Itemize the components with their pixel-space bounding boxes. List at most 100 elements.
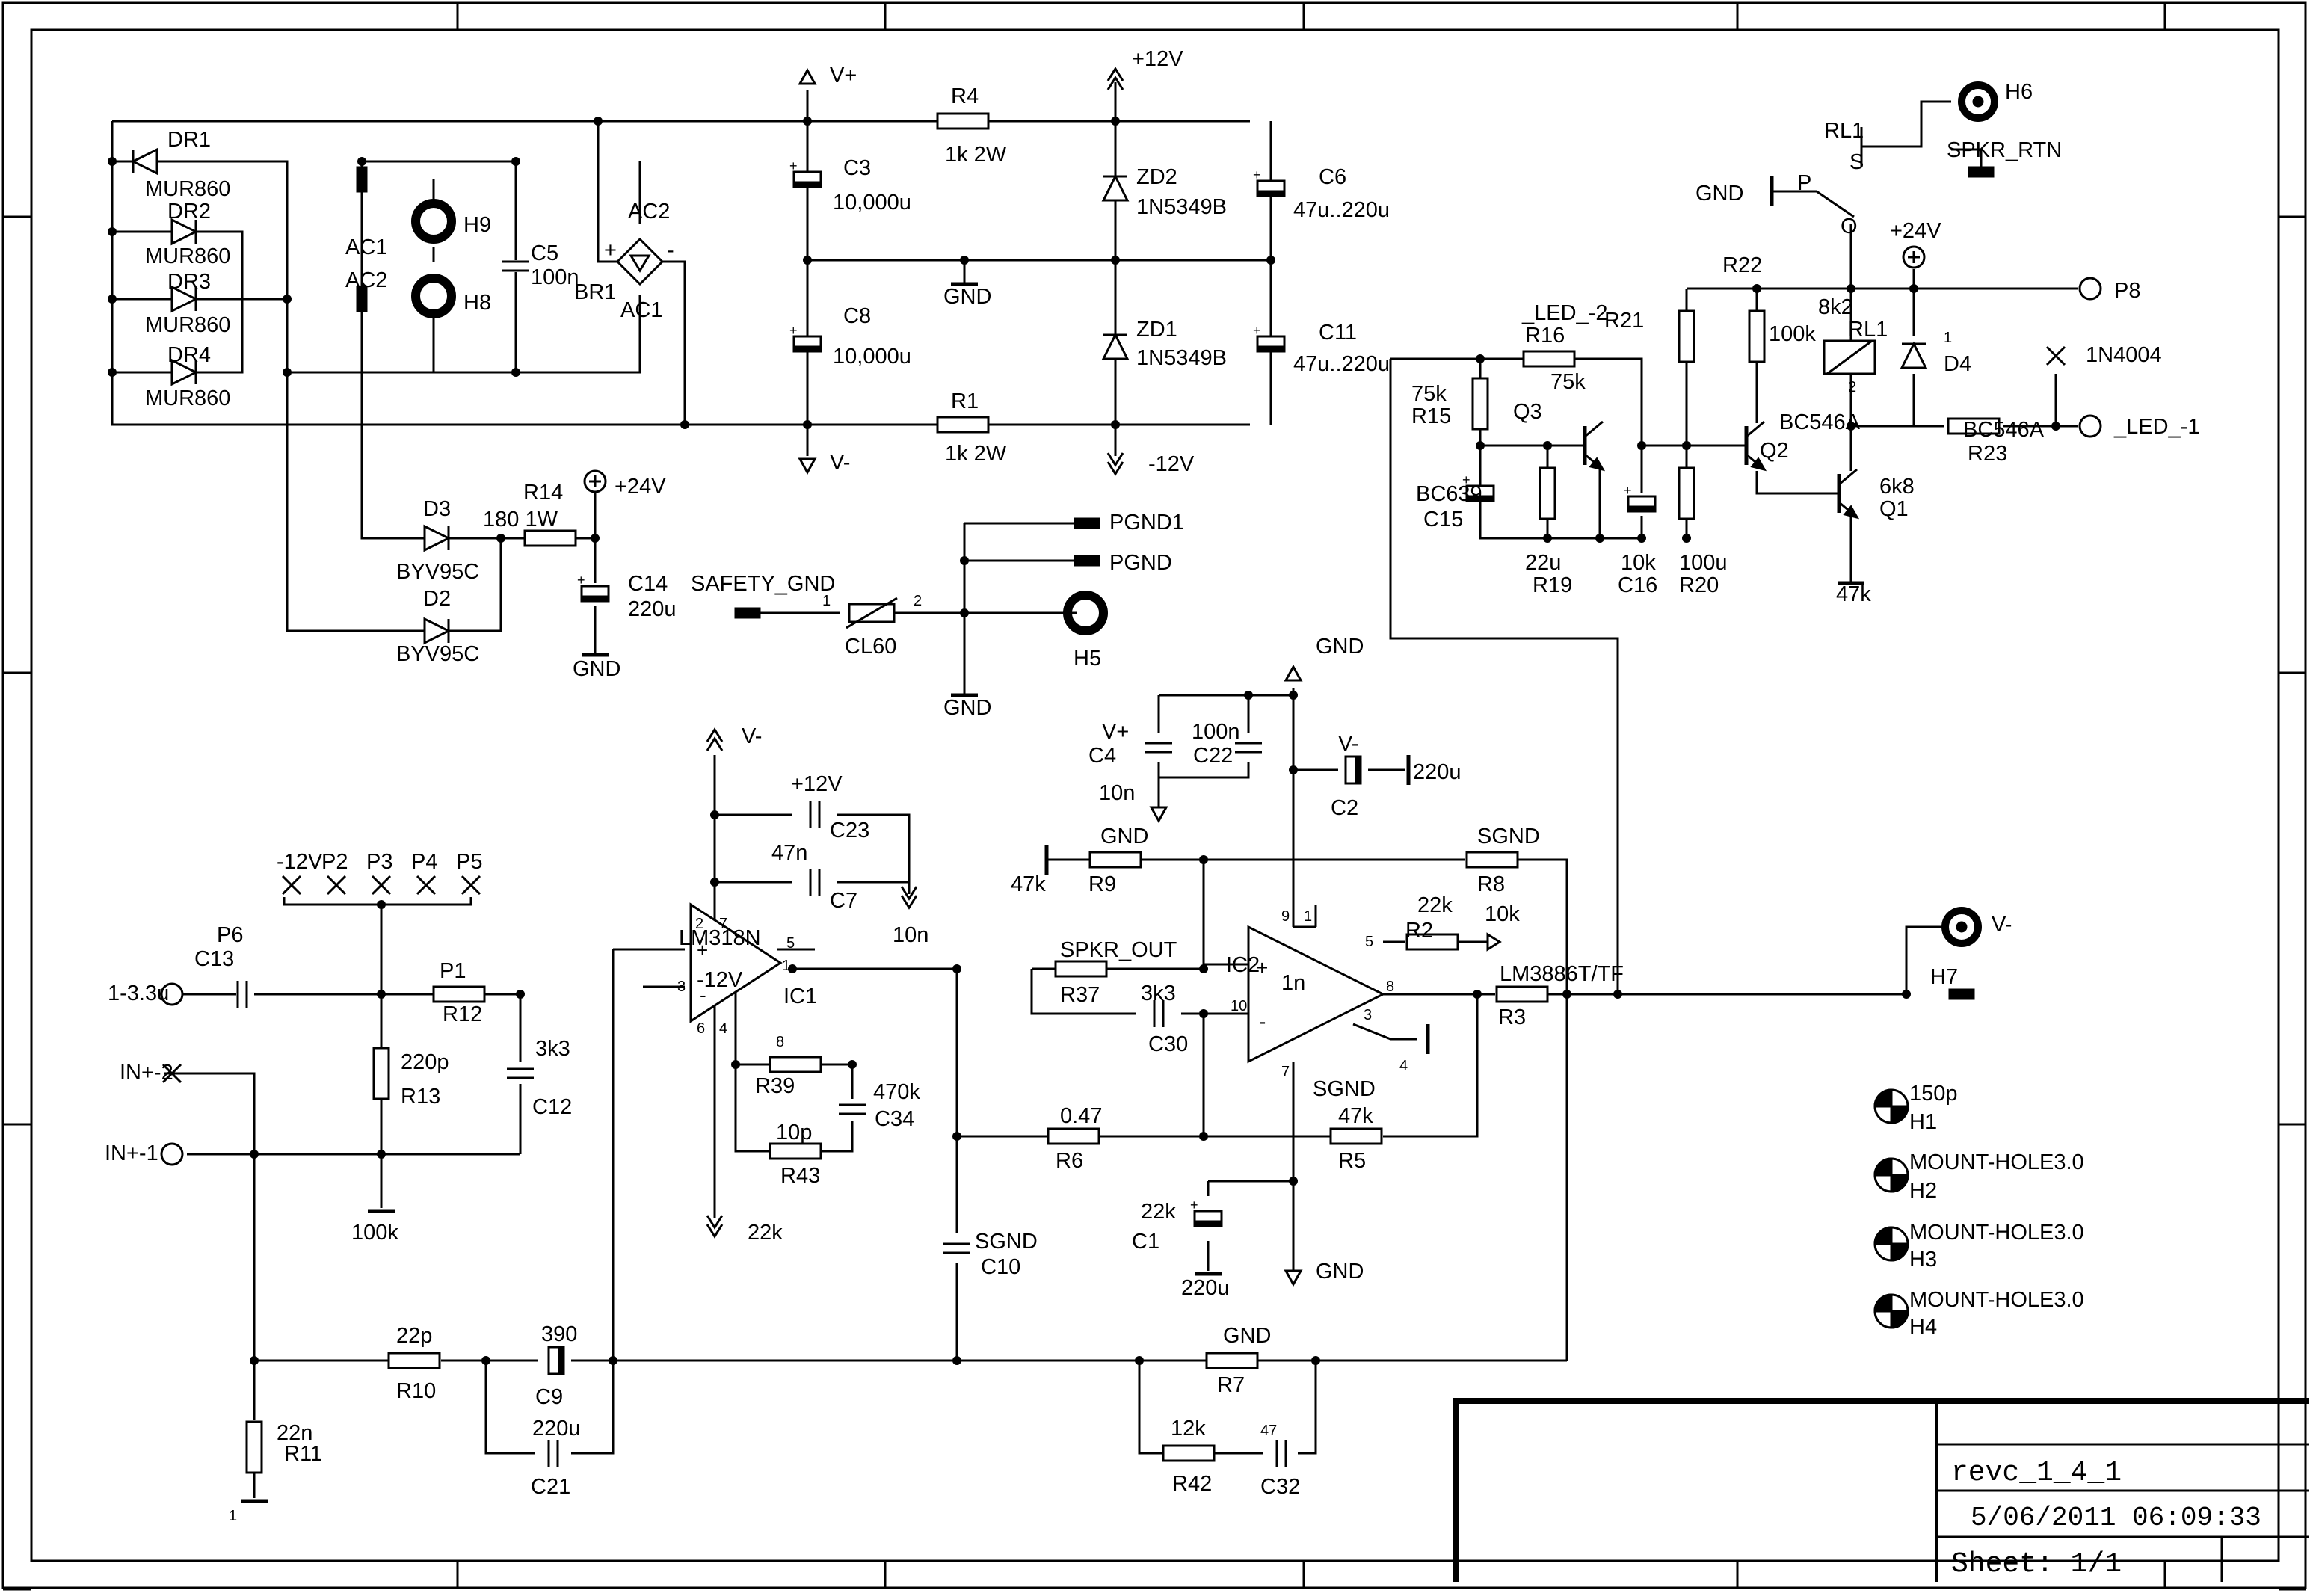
label: 10k bbox=[1485, 902, 1520, 926]
label: DR2 bbox=[167, 200, 211, 224]
svg-text:-: - bbox=[700, 984, 706, 1006]
plus24v-symbol bbox=[583, 469, 607, 493]
wire bbox=[1138, 1361, 1163, 1455]
minus12v-symbol-2 bbox=[900, 886, 918, 910]
resistor-r2 bbox=[1405, 933, 1459, 951]
label: C30 bbox=[1148, 1032, 1188, 1056]
wire bbox=[1951, 148, 1983, 167]
junction-dot bbox=[377, 1150, 386, 1159]
mount-hole-h1 bbox=[1873, 1088, 1909, 1124]
label: MOUNT-HOLE3.0 bbox=[1909, 1221, 2084, 1245]
label: 10,000u bbox=[833, 191, 911, 215]
junction-dot bbox=[1473, 990, 1482, 999]
label: H4 bbox=[1909, 1315, 1937, 1339]
label: 2 bbox=[914, 593, 922, 609]
wire bbox=[571, 1361, 615, 1455]
pad-ac1 bbox=[356, 166, 368, 193]
label: C15 bbox=[1423, 508, 1463, 532]
label: R2 bbox=[1405, 919, 1433, 943]
svg-text:+: + bbox=[697, 939, 708, 961]
label: 1 bbox=[782, 958, 790, 974]
label: 2 bbox=[695, 916, 703, 932]
label: GND bbox=[943, 285, 991, 309]
no-connect-p6 bbox=[461, 875, 481, 896]
junction-dot bbox=[1289, 691, 1298, 700]
junction-dot bbox=[1289, 765, 1298, 774]
capacitor-c5 bbox=[502, 260, 529, 272]
junction-dot bbox=[731, 1060, 740, 1069]
label: R8 bbox=[1477, 872, 1505, 896]
wire bbox=[1383, 994, 1479, 1138]
label: RL1 bbox=[1848, 318, 1888, 342]
label: IN+-1 bbox=[105, 1141, 158, 1165]
opamp-ic2: +- bbox=[1247, 925, 1386, 1064]
transistor-q3 bbox=[1573, 420, 1606, 472]
junction-dot bbox=[1637, 534, 1646, 543]
label: H9 bbox=[463, 213, 491, 237]
no-connect-p5 bbox=[416, 875, 437, 896]
junction-dot bbox=[1902, 990, 1911, 999]
label: D2 bbox=[423, 587, 451, 611]
label: R1 bbox=[951, 389, 979, 413]
bridge-br1 bbox=[615, 237, 665, 286]
junction-dot bbox=[357, 157, 366, 166]
label: R9 bbox=[1088, 872, 1116, 896]
junction-dot bbox=[108, 157, 117, 166]
label: Q2 bbox=[1760, 439, 1789, 463]
wire bbox=[194, 230, 244, 374]
pad-ac2 bbox=[356, 286, 368, 312]
relay-contact-rl1 bbox=[1770, 127, 1863, 218]
title-sheet: Sheet: 1/1 bbox=[1951, 1548, 2122, 1580]
junction-dot bbox=[283, 295, 292, 304]
label: C21 bbox=[531, 1475, 570, 1499]
label: AC1 bbox=[345, 235, 387, 259]
junction-dot bbox=[516, 990, 525, 999]
junction-dot bbox=[1311, 1356, 1320, 1365]
diode-d2 bbox=[423, 617, 452, 645]
label: 10 bbox=[1231, 998, 1247, 1014]
label: DR1 bbox=[167, 128, 211, 152]
resistor-r7 bbox=[1205, 1352, 1259, 1369]
label: V+ bbox=[1102, 720, 1129, 744]
label: 1N5349B bbox=[1136, 195, 1227, 219]
mount-hole-h9 bbox=[411, 199, 456, 244]
label: 100k bbox=[351, 1221, 398, 1245]
junction-dot bbox=[511, 157, 520, 166]
junction-dot bbox=[108, 227, 117, 236]
junction-dot bbox=[283, 368, 292, 377]
resistor-r39 bbox=[769, 1056, 822, 1073]
label: C11 bbox=[1319, 321, 1357, 345]
label: R23 bbox=[1968, 442, 2007, 466]
wire bbox=[449, 537, 502, 632]
label: V- bbox=[830, 451, 850, 475]
label: -12V bbox=[697, 968, 743, 992]
label: + bbox=[604, 238, 617, 262]
junction-dot bbox=[1613, 990, 1622, 999]
junction-dot bbox=[960, 608, 969, 617]
label: SGND bbox=[975, 1230, 1038, 1254]
label: H3 bbox=[1909, 1248, 1937, 1272]
label: H5 bbox=[1074, 647, 1101, 671]
label: R19 bbox=[1533, 573, 1572, 597]
capacitor-c30 bbox=[1153, 1000, 1165, 1027]
label: V+ bbox=[830, 64, 857, 87]
no-connect-p2 bbox=[281, 875, 302, 896]
label: R3 bbox=[1498, 1005, 1526, 1029]
capacitor-c6: + bbox=[1253, 167, 1286, 197]
capacitor-c16: + bbox=[1624, 483, 1657, 513]
svg-text:+: + bbox=[577, 573, 585, 588]
junction-dot bbox=[1199, 1009, 1208, 1018]
junction-dot bbox=[1289, 1177, 1298, 1186]
resistor-r3 bbox=[1495, 985, 1549, 1003]
mount-hole-h6 bbox=[1958, 81, 1998, 122]
junction-dot bbox=[952, 964, 961, 973]
label: H6 bbox=[2005, 80, 2033, 104]
svg-text:+: + bbox=[1253, 323, 1261, 338]
label: SGND bbox=[1313, 1077, 1376, 1101]
minus12v-symbol-3 bbox=[706, 1215, 724, 1239]
label: 150p bbox=[1909, 1082, 1958, 1106]
resistor-r1 bbox=[936, 416, 990, 434]
label: _LED_-1 bbox=[2113, 415, 2199, 439]
